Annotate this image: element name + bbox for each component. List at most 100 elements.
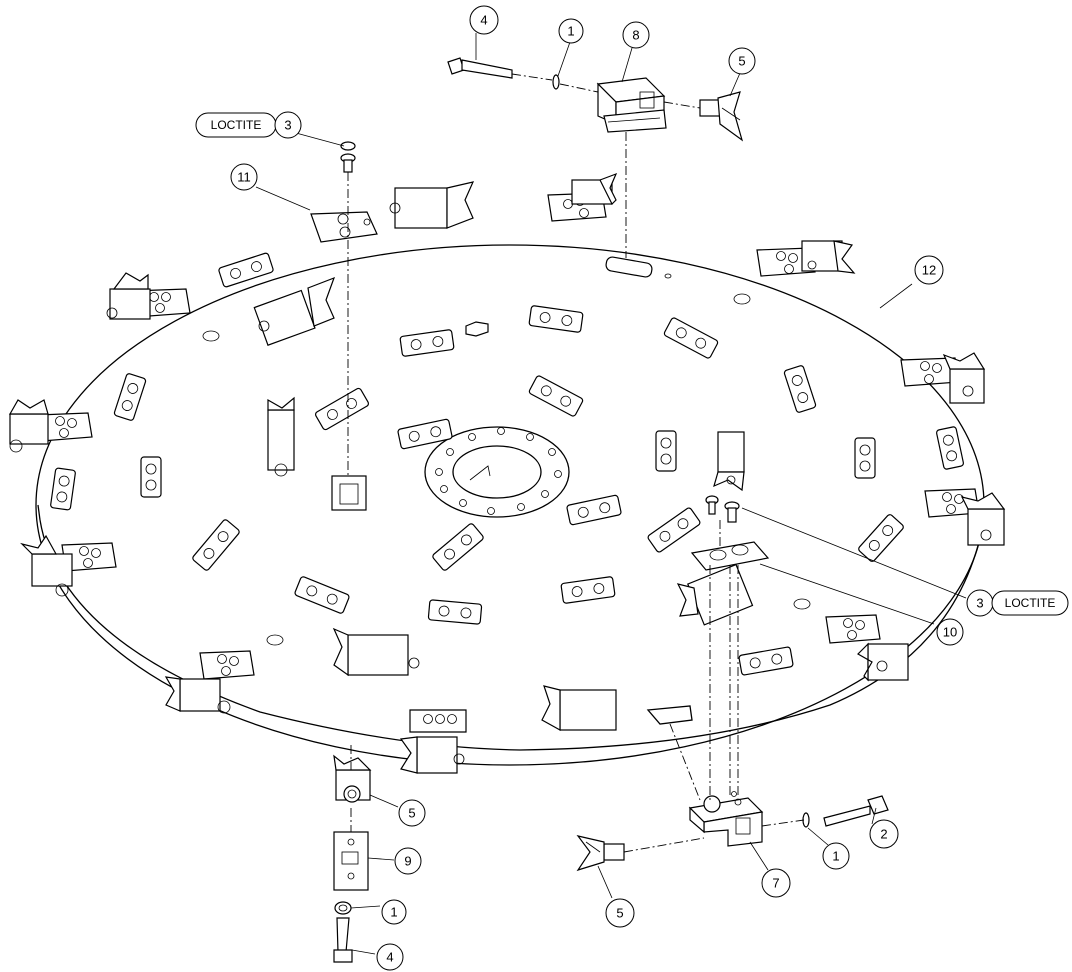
bolt-2 [823, 795, 889, 827]
holder [399, 736, 465, 774]
svg-text:2: 2 [880, 827, 887, 842]
block-8 [596, 77, 667, 133]
triple-pad [199, 650, 255, 680]
bolt-4-top [447, 57, 513, 79]
holder [960, 492, 1006, 546]
svg-text:5: 5 [616, 906, 623, 921]
pad [50, 467, 76, 511]
plate-slot [331, 256, 653, 511]
holder [8, 399, 49, 453]
holder [541, 685, 617, 732]
triple-pad [409, 709, 467, 733]
pad [192, 519, 240, 571]
pad [655, 430, 677, 472]
holder [676, 563, 754, 626]
callout-5-mid: 5 [398, 799, 426, 827]
svg-text:11: 11 [237, 170, 251, 185]
callout-4-bottom: 4 [376, 943, 404, 971]
svg-text:4: 4 [386, 950, 393, 965]
pad [294, 576, 350, 614]
callout-5-top: 5 [728, 47, 756, 75]
block-7 [688, 791, 764, 847]
holder [164, 676, 231, 714]
callout-11: 11 [230, 163, 258, 191]
callout-1-left: 1 [381, 899, 407, 925]
holder [20, 534, 73, 597]
holder [332, 627, 420, 677]
pad [738, 646, 794, 676]
center-hub [424, 426, 570, 518]
svg-text:1: 1 [567, 24, 574, 39]
block-9 [333, 831, 369, 891]
triple-pad [756, 247, 816, 277]
callout-2: 2 [869, 819, 899, 849]
svg-text:1: 1 [390, 905, 397, 920]
callout-9: 9 [394, 847, 422, 875]
holder [106, 272, 151, 320]
svg-text:5: 5 [408, 806, 415, 821]
svg-text:12: 12 [922, 263, 936, 278]
callout-8: 8 [622, 21, 650, 49]
callouts: 4 1 8 5 LOCTITE 3 11 12 3 LOCTITE 10 5 9… [195, 5, 1069, 971]
triple-pad [310, 211, 378, 243]
svg-text:LOCTITE: LOCTITE [1005, 596, 1056, 610]
washer-1-left [334, 901, 352, 915]
pad [663, 317, 719, 359]
washer-1-top [552, 74, 560, 90]
holder [253, 276, 336, 346]
pad [647, 507, 701, 553]
callout-4-top: 4 [469, 5, 499, 35]
pad [858, 514, 904, 562]
screw-3-top [340, 141, 356, 173]
holder [801, 240, 856, 274]
svg-text:LOCTITE: LOCTITE [211, 118, 262, 132]
callout-1-top: 1 [558, 18, 584, 44]
pad [113, 373, 147, 421]
pad [783, 365, 817, 413]
pad [854, 437, 876, 479]
rim-mount-pads [37, 192, 980, 733]
callout-7: 7 [761, 868, 791, 898]
svg-text:3: 3 [976, 596, 983, 611]
svg-text:7: 7 [772, 876, 779, 891]
loctite-note-top: LOCTITE [195, 112, 277, 138]
callout-3-right: 3 [966, 589, 994, 617]
holder [857, 642, 909, 682]
callout-5-bottom: 5 [605, 898, 635, 928]
exploded-top [340, 57, 744, 173]
callout-10: 10 [936, 618, 964, 646]
leader-lines [255, 33, 967, 955]
svg-text:3: 3 [284, 118, 291, 133]
tooth-holders [8, 172, 1006, 774]
screws-3-right [705, 495, 740, 523]
plate-holes [202, 273, 811, 646]
pad [399, 329, 455, 357]
pad [314, 387, 370, 431]
mount-plate-10 [690, 541, 770, 571]
holder [571, 172, 618, 206]
exploded-bottom-right [576, 495, 889, 872]
holder [389, 181, 475, 229]
triple-pad [825, 614, 881, 644]
pad [560, 576, 616, 604]
callout-12: 12 [914, 255, 944, 285]
pad [566, 494, 622, 526]
assembly-centerlines [347, 73, 805, 853]
triple-pad [61, 542, 117, 572]
wear-pads [50, 252, 964, 676]
tooth-5-left [333, 754, 372, 803]
pad [218, 252, 274, 288]
pad [427, 599, 483, 625]
callout-1-right: 1 [822, 842, 850, 870]
holder [713, 431, 745, 492]
svg-text:8: 8 [632, 28, 639, 43]
pad [432, 523, 484, 571]
pad [528, 305, 584, 333]
svg-text:9: 9 [404, 854, 411, 869]
svg-text:4: 4 [480, 13, 487, 28]
exploded-bottom-left [333, 754, 372, 963]
svg-text:10: 10 [943, 625, 957, 640]
holder [267, 396, 295, 477]
bolt-4-bottom [333, 917, 353, 963]
